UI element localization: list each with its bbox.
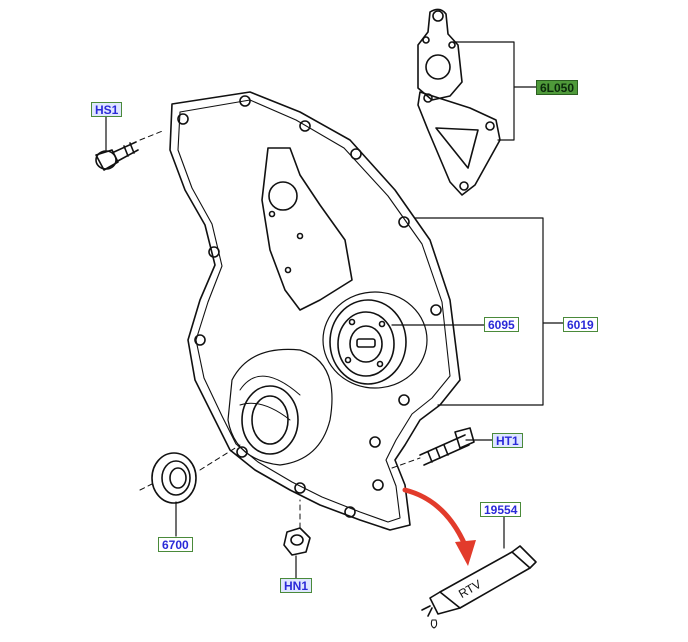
red-arrow-icon xyxy=(402,487,476,566)
callout-ht1[interactable]: HT1 xyxy=(492,433,523,448)
sealant-tube-icon xyxy=(421,545,537,629)
callout-hn1[interactable]: HN1 xyxy=(280,578,313,593)
callout-6019[interactable]: 6019 xyxy=(563,317,598,332)
crank-seal-icon xyxy=(139,444,241,504)
stud-bolt-icon xyxy=(391,427,475,469)
callout-6700[interactable]: 6700 xyxy=(158,537,193,552)
callout-hs1[interactable]: HS1 xyxy=(91,102,123,117)
callout-19554[interactable]: 19554 xyxy=(480,502,522,517)
nut-icon xyxy=(283,499,311,556)
bolt-icon xyxy=(95,129,166,171)
oil-pump-icon xyxy=(322,291,428,389)
callout-6l050[interactable]: 6L050 xyxy=(536,80,579,95)
callout-6095[interactable]: 6095 xyxy=(484,317,519,332)
timing-cover-icon xyxy=(169,91,461,531)
leader-lines xyxy=(105,41,564,579)
gasket-icon xyxy=(417,8,501,196)
